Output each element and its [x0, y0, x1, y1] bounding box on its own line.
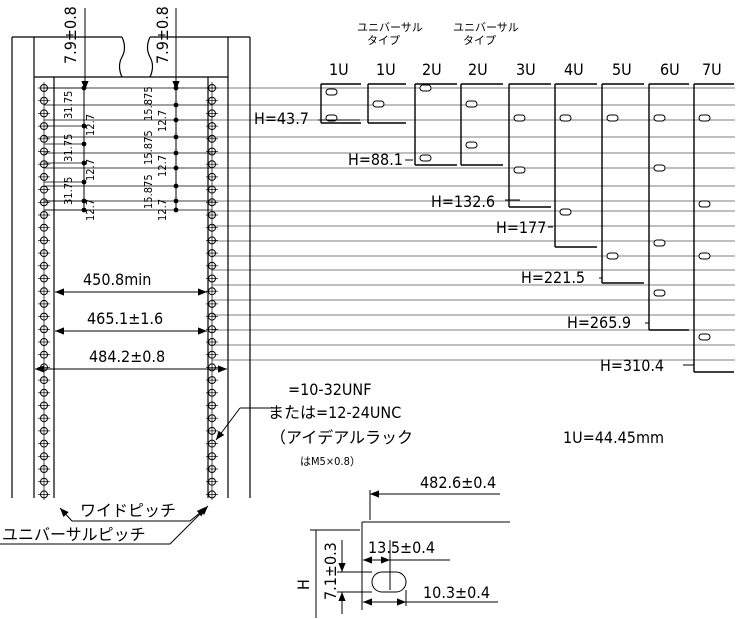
svg-text:31.75: 31.75 [62, 91, 75, 119]
svg-text:12.7: 12.7 [156, 155, 169, 177]
panel-outlines [318, 83, 734, 373]
svg-text:H=221.5: H=221.5 [521, 268, 585, 287]
svg-text:H=265.9: H=265.9 [567, 313, 631, 332]
panel-slot [559, 114, 572, 122]
panel-9 [693, 83, 734, 373]
svg-text:31.75: 31.75 [62, 134, 75, 162]
top-offset-arrows [81, 8, 180, 90]
pitch-labels-right: 15.875 12.7 15.875 12.7 15.875 12.7 [142, 86, 169, 221]
svg-text:タイプ: タイプ [463, 34, 496, 47]
pitch-labels-left: 31.75 12.7 31.75 12.7 31.75 12.7 [62, 91, 97, 221]
svg-text:タイプ: タイプ [367, 34, 400, 47]
svg-text:15.875: 15.875 [142, 86, 155, 121]
pitch-callouts [0, 505, 209, 545]
panel-3 [414, 83, 457, 166]
detail-width: 482.6±0.4 [420, 473, 496, 492]
panel-slot [698, 200, 711, 208]
panel-slot [653, 239, 666, 247]
height-labels: H=43.7 H=88.1 H=132.6 H=177 H=221.5 H=26… [254, 109, 664, 375]
panel-slot [465, 100, 478, 108]
panel-slot [653, 289, 666, 297]
top-dim-right: 7.9±0.8 [153, 6, 172, 64]
svg-text:H=177: H=177 [496, 218, 546, 237]
panel-slot [513, 166, 526, 174]
svg-text:または=12-24UNC: または=12-24UNC [268, 403, 401, 422]
width-dimensions [35, 288, 227, 373]
panel-slot [372, 100, 385, 108]
svg-text:15.875: 15.875 [142, 174, 155, 209]
panel-1 [320, 83, 361, 124]
svg-text:12.7: 12.7 [84, 114, 97, 136]
panel-slot [559, 208, 572, 216]
panel-slot [465, 141, 478, 149]
unit-definition: 1U=44.45mm [563, 428, 664, 447]
panel-slot [698, 252, 711, 260]
svg-text:H=310.4: H=310.4 [600, 356, 664, 375]
detail-7: 7.1±0.3 [321, 542, 340, 600]
panel-7 [601, 83, 644, 284]
screw-note: =10-32UNF または=12-24UNC （アイデアルラック はM5×0.8… [268, 380, 413, 468]
panel-slot [698, 333, 711, 341]
svg-text:2U: 2U [468, 60, 488, 79]
panel-slot [325, 88, 338, 96]
screw-leader-arrow [215, 407, 241, 441]
svg-text:5U: 5U [612, 60, 632, 79]
svg-text:H=132.6: H=132.6 [431, 192, 495, 211]
panel-slot [419, 154, 432, 162]
rack-frame [11, 36, 251, 498]
svg-text:12.7: 12.7 [84, 199, 97, 221]
svg-text:12.7: 12.7 [156, 199, 169, 221]
svg-text:2U: 2U [422, 60, 442, 79]
panel-8 [648, 83, 689, 331]
panel-slot [419, 84, 432, 92]
unit-headers: ユニバーサル タイプ ユニバーサル タイプ 1U 1U 2U 2U 3U 4U … [329, 21, 722, 79]
svg-text:H=88.1: H=88.1 [348, 150, 403, 169]
panel-slot [698, 114, 711, 122]
detail-10: 10.3±0.4 [423, 583, 490, 602]
svg-text:1U: 1U [376, 60, 396, 79]
svg-text:H=43.7: H=43.7 [254, 109, 309, 128]
panel-slot [653, 164, 666, 172]
svg-text:12.7: 12.7 [156, 110, 169, 132]
unit-extension-lines [212, 87, 735, 361]
svg-text:はM5×0.8）: はM5×0.8） [300, 455, 361, 468]
svg-text:3U: 3U [516, 60, 536, 79]
width-465: 465.1±1.6 [87, 309, 163, 328]
width-484: 484.2±0.8 [89, 347, 165, 366]
panel-slot [606, 252, 619, 260]
detail-13: 13.5±0.4 [368, 538, 435, 557]
panel-4 [460, 83, 503, 166]
panel-slot [513, 114, 526, 122]
svg-text:ユニバーサル: ユニバーサル [357, 21, 423, 34]
panel-slot [653, 114, 666, 122]
panel-5 [508, 83, 551, 208]
top-dim-left: 7.9±0.8 [61, 6, 80, 64]
svg-text:=10-32UNF: =10-32UNF [288, 380, 371, 399]
svg-text:6U: 6U [660, 60, 680, 79]
svg-text:1U: 1U [329, 60, 349, 79]
svg-text:7U: 7U [702, 60, 722, 79]
wide-pitch-label: ワイドピッチ [80, 501, 176, 520]
universal-pitch-label: ユニバーサルピッチ [2, 525, 146, 544]
svg-text:ユニバーサル: ユニバーサル [453, 21, 519, 34]
width-450: 450.8min [83, 270, 151, 289]
pitch-markers-right [44, 85, 212, 213]
svg-text:（アイデアルラック: （アイデアルラック [270, 428, 413, 447]
svg-text:15.875: 15.875 [142, 130, 155, 165]
svg-text:12.7: 12.7 [84, 159, 97, 181]
detail-view [310, 490, 510, 618]
panel-slot [606, 114, 619, 122]
panel-6 [554, 83, 597, 248]
svg-text:4U: 4U [564, 60, 584, 79]
panel-2 [367, 83, 406, 124]
rail-holes-left [38, 82, 50, 500]
detail-h: H [294, 579, 313, 590]
svg-text:31.75: 31.75 [62, 177, 75, 205]
